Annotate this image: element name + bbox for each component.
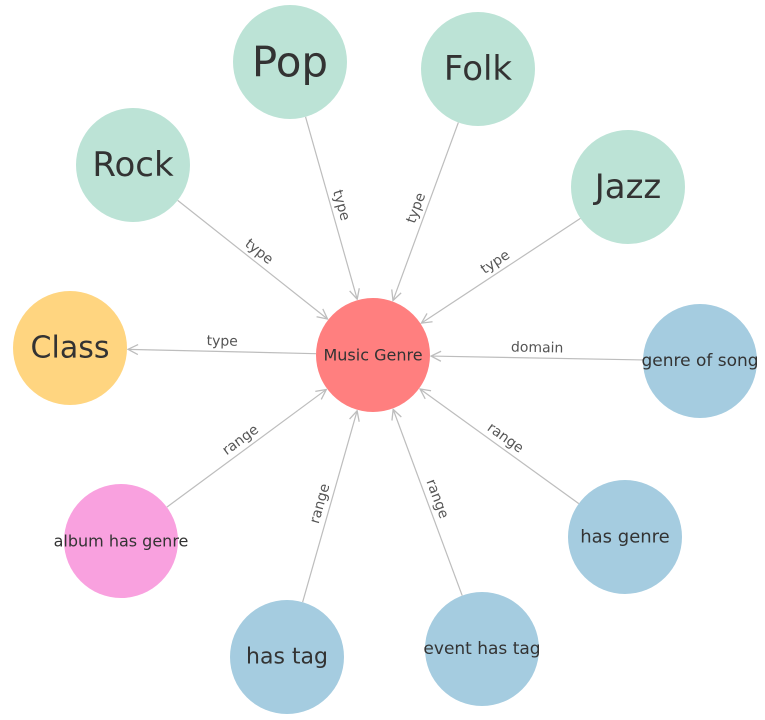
node-circle[interactable] [13, 291, 127, 405]
node-rock[interactable]: Rock [76, 108, 190, 222]
node-circle[interactable] [76, 108, 190, 222]
edge-line [166, 389, 326, 508]
node-label: Rock [92, 145, 174, 185]
node-circle[interactable] [230, 600, 344, 714]
edge-label: type [206, 333, 238, 350]
node-jazz[interactable]: Jazz [571, 130, 685, 244]
node-music-genre[interactable]: Music Genre [316, 298, 430, 412]
edge-line [177, 199, 328, 319]
node-label: Folk [444, 49, 513, 89]
node-has-tag[interactable]: has tag [230, 600, 344, 714]
node-pop[interactable]: Pop [233, 5, 347, 119]
edge-folk-to-music-genre: type [393, 122, 459, 301]
edge-label: range [307, 482, 334, 526]
node-label: event has tag [423, 639, 540, 659]
node-class[interactable]: Class [13, 291, 127, 405]
edge-line [393, 409, 463, 596]
edge-label: type [242, 236, 276, 268]
node-label: Pop [252, 38, 328, 87]
node-genre-of-song[interactable]: genre of song [641, 304, 759, 418]
edge-album-has-genre-to-music-genre: range [166, 389, 326, 508]
edge-line [431, 356, 644, 360]
node-circle[interactable] [421, 12, 535, 126]
node-circle[interactable] [233, 5, 347, 119]
edge-line [421, 217, 581, 323]
edge-rock-to-music-genre: type [177, 199, 328, 319]
node-circle[interactable] [64, 484, 178, 598]
edge-line [393, 122, 459, 301]
node-label: album has genre [54, 532, 189, 551]
edge-has-genre-to-music-genre: range [420, 389, 580, 505]
edge-pop-to-music-genre: type [304, 116, 358, 299]
edge-label: domain [511, 340, 564, 357]
edge-label: type [478, 247, 513, 278]
node-circle[interactable] [568, 480, 682, 594]
edge-label: type [403, 191, 429, 226]
node-circle[interactable] [571, 130, 685, 244]
node-label: genre of song [641, 351, 758, 371]
node-label: Music Genre [323, 346, 422, 365]
node-circle[interactable] [316, 298, 430, 412]
edge-music-genre-to-class: type [128, 333, 317, 354]
node-label: Jazz [593, 167, 662, 207]
node-label: Class [31, 331, 110, 366]
edge-line [420, 389, 580, 505]
node-label: has genre [580, 527, 670, 548]
edge-line [302, 411, 358, 603]
edge-genre-of-song-to-music-genre: domain [431, 340, 644, 360]
node-album-has-genre[interactable]: album has genre [54, 484, 189, 598]
node-label: has tag [246, 645, 328, 670]
edge-label: type [329, 188, 353, 222]
edge-line [128, 349, 317, 353]
edge-event-has-tag-to-music-genre: range [393, 409, 463, 596]
node-folk[interactable]: Folk [421, 12, 535, 126]
node-circle[interactable] [425, 592, 539, 706]
edge-line [304, 116, 358, 299]
node-event-has-tag[interactable]: event has tag [423, 592, 541, 706]
edge-has-tag-to-music-genre: range [302, 411, 358, 603]
node-circle[interactable] [643, 304, 757, 418]
edge-jazz-to-music-genre: type [421, 217, 581, 323]
node-has-genre[interactable]: has genre [568, 480, 682, 594]
